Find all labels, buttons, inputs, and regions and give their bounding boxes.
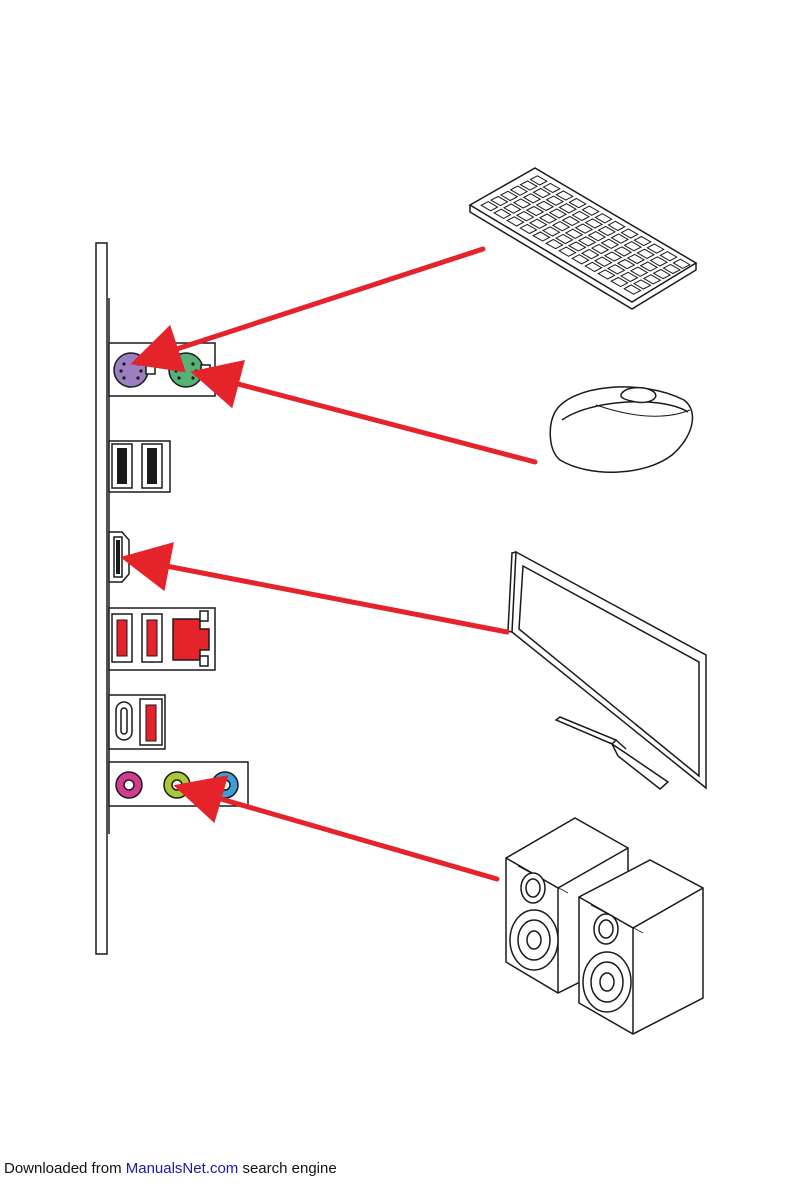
monitor-icon <box>508 552 706 789</box>
mouse-icon <box>550 387 692 472</box>
usbc-block <box>109 695 165 749</box>
ps2-block <box>109 343 215 396</box>
lan-port <box>173 611 209 666</box>
audio-mic-in-port <box>116 772 142 798</box>
arrow-speakers-to-audio <box>183 788 497 879</box>
audio-line-in-port <box>212 772 238 798</box>
footer-site-link[interactable]: ManualsNet.com <box>126 1160 239 1177</box>
download-source-footer: Downloaded from ManualsNet.com search en… <box>4 1160 337 1177</box>
io-shield-edge <box>96 243 107 954</box>
footer-prefix: Downloaded from <box>4 1160 126 1177</box>
usb-c-port <box>116 702 132 740</box>
speakers-icon <box>506 818 703 1034</box>
hdmi-port <box>109 532 129 582</box>
usb2-block <box>109 441 170 492</box>
usb3-port-3 <box>140 699 162 745</box>
footer-suffix: search engine <box>238 1160 336 1177</box>
arrow-keyboard-to-ps2 <box>140 249 483 361</box>
keyboard-icon <box>470 168 696 309</box>
usb3-lan-block <box>109 608 215 670</box>
arrow-mouse-to-ps2 <box>200 374 535 462</box>
audio-line-out-port <box>164 772 190 798</box>
